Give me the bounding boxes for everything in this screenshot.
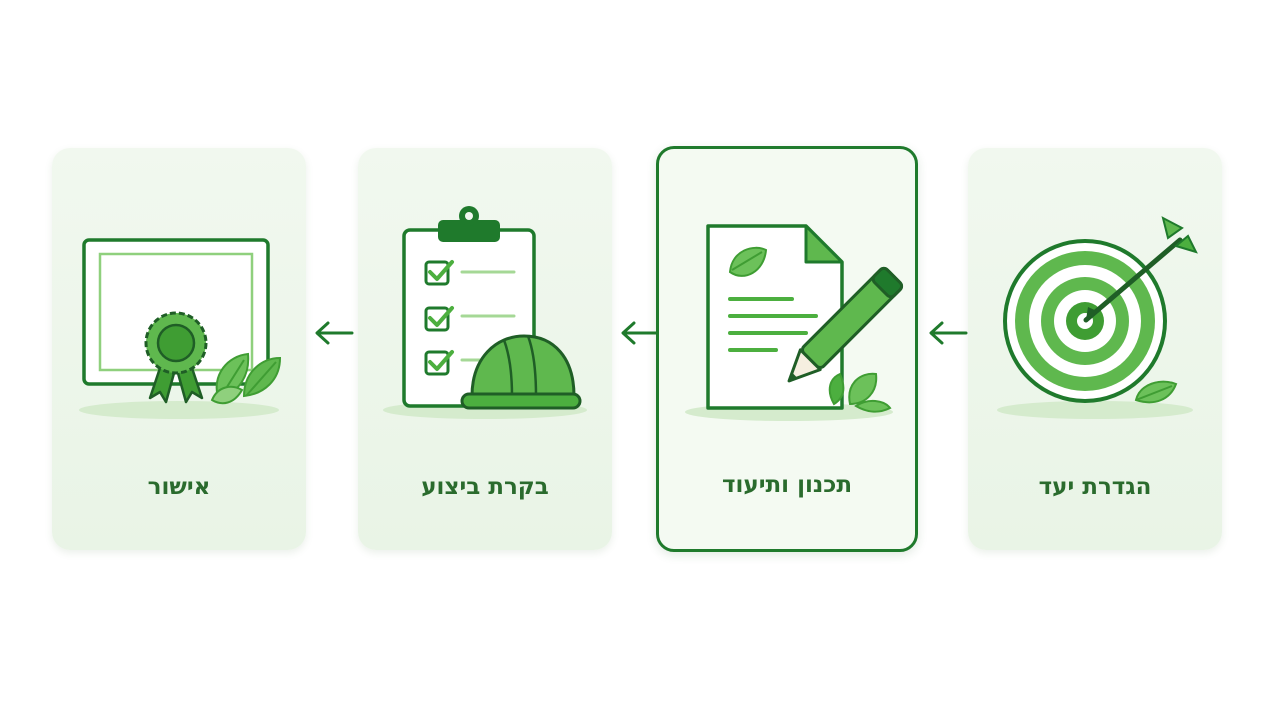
target-icon	[997, 216, 1198, 419]
step-card-goal[interactable]: הגדרת יעד	[968, 148, 1222, 550]
step-card-inspection[interactable]: בקרת ביצוע	[358, 148, 612, 550]
certificate-icon	[79, 238, 282, 419]
step-label: אישור	[147, 474, 211, 500]
step-label: הגדרת יעד	[1038, 474, 1152, 500]
arrow-left-icon	[621, 321, 660, 345]
step-card-approval[interactable]: אישור	[52, 148, 306, 550]
arrow-left-icon	[929, 321, 968, 345]
arrow-left-icon	[315, 321, 354, 345]
step-label: בקרת ביצוע	[421, 474, 549, 500]
step-label: תכנון ותיעוד	[721, 472, 853, 498]
clipboard-helmet-icon	[383, 206, 587, 419]
step-card-planning[interactable]: תכנון ותיעוד	[656, 146, 918, 552]
document-pencil-icon	[685, 224, 904, 421]
